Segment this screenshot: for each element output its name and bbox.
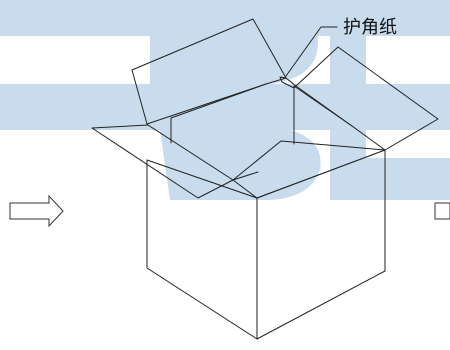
callout-leader-line <box>285 26 338 77</box>
box-top-front-edge <box>146 159 258 199</box>
corner-protector <box>279 76 297 89</box>
watermark-b-shape <box>150 0 321 200</box>
callout-label: 护角纸 <box>343 17 397 38</box>
watermark-background <box>0 0 450 200</box>
back-flap <box>131 18 287 125</box>
watermark-e-shape <box>330 0 450 200</box>
right-arrow-icon <box>9 194 64 228</box>
right-front-flap <box>232 140 386 199</box>
box-front-face <box>146 159 258 340</box>
right-back-flap <box>295 46 439 151</box>
right-arrow-icon <box>434 202 450 220</box>
box-right-face <box>256 149 386 340</box>
interior-floor-edge <box>232 171 259 181</box>
